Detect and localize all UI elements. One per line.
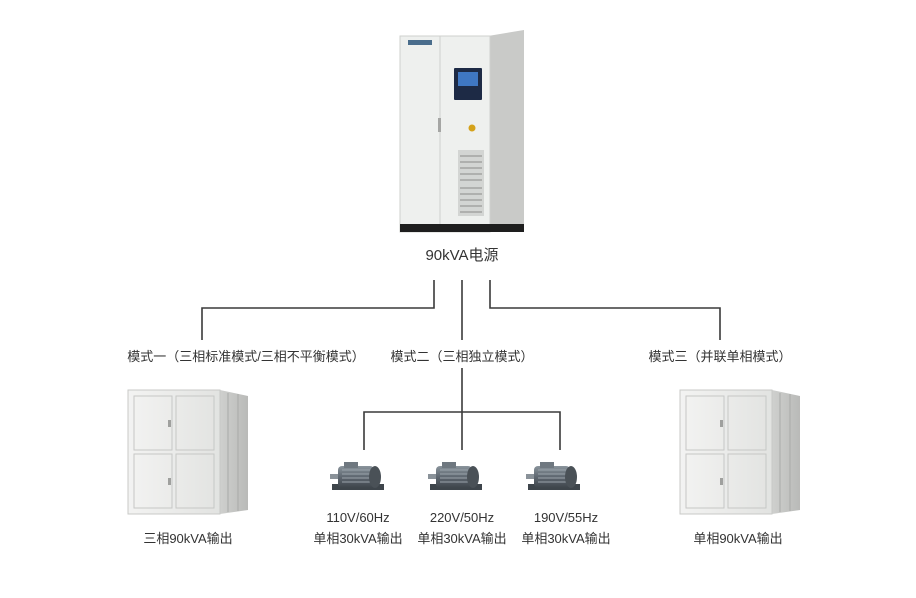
motor-2-voltage-label: 220V/50Hz xyxy=(429,510,495,525)
emergency-stop-button xyxy=(468,124,476,132)
mode-2-label: 模式二（三相独立模式） xyxy=(390,349,534,364)
motor-3-voltage-label: 190V/55Hz xyxy=(533,510,599,525)
motor-3 xyxy=(525,461,581,491)
three-phase-output-cabinet xyxy=(127,389,249,515)
power-supply-cabinet xyxy=(399,30,524,233)
mode-3-label: 模式三（并联单相模式） xyxy=(648,349,792,364)
motor-1-voltage-label: 110V/60Hz xyxy=(326,510,390,525)
connector-lines xyxy=(201,280,721,450)
motor-2-output-label: 单相30kVA输出 xyxy=(417,531,507,546)
motor-1 xyxy=(329,461,385,491)
motor-3-output-label: 单相30kVA输出 xyxy=(521,531,611,546)
motor-1-output-label: 单相30kVA输出 xyxy=(313,531,403,546)
ventilation-grille xyxy=(458,150,484,216)
brand-logo xyxy=(408,40,432,45)
single-phase-output-label: 单相90kVA输出 xyxy=(693,531,783,546)
three-phase-output-label: 三相90kVA输出 xyxy=(143,531,233,546)
single-phase-output-cabinet xyxy=(679,389,801,515)
motor-2 xyxy=(427,461,483,491)
mode-1-label: 模式一（三相标准模式/三相不平衡模式） xyxy=(127,349,365,364)
power-source-label: 90kVA电源 xyxy=(425,247,499,264)
